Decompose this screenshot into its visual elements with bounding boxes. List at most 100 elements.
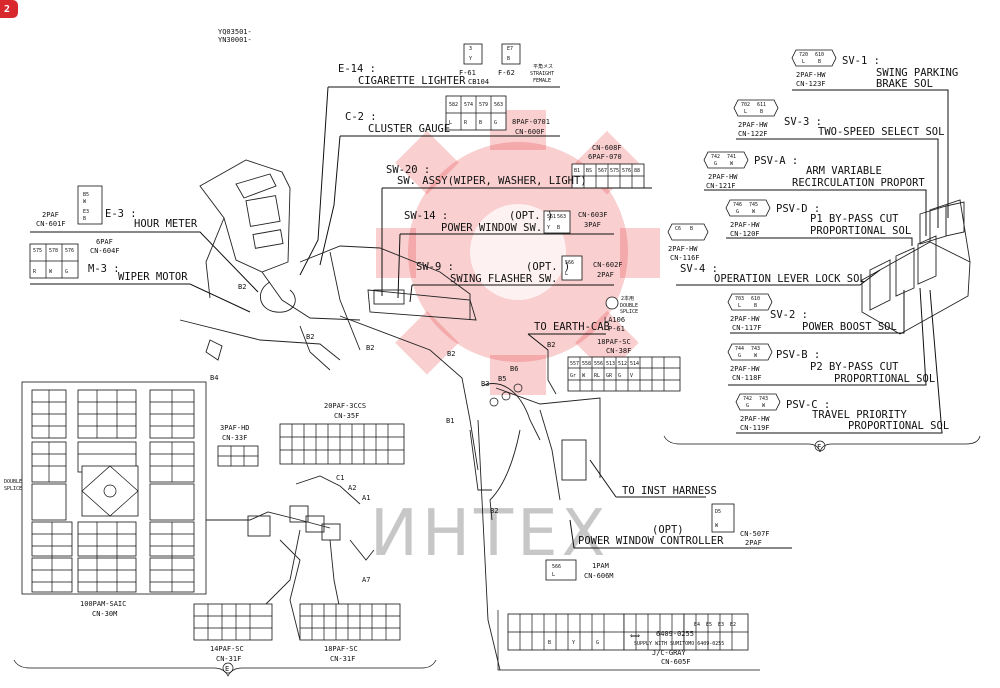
svg-text:B: B — [507, 56, 510, 62]
svg-text:742: 742 — [743, 396, 752, 402]
svg-text:3: 3 — [469, 46, 472, 52]
svg-text:W: W — [730, 161, 734, 167]
callout-m3-code: M-3 : — [88, 263, 120, 275]
svg-text:513: 513 — [606, 361, 615, 367]
fusebox-cn30m — [21, 381, 207, 595]
solenoid-block — [861, 199, 971, 335]
section-mark-f: F — [817, 443, 821, 451]
svg-text:R: R — [33, 269, 37, 275]
callout-psvc-n1: TRAVEL PRIORITY — [812, 409, 908, 421]
svg-text:E3: E3 — [718, 622, 724, 628]
marker-b2-5: B2 — [547, 341, 555, 349]
callout-sw14-name: POWER WINDOW SW. — [441, 222, 542, 234]
cn119f-type: 2PAF-HW — [740, 415, 770, 423]
cn605f-l1: 6409-0255 — [656, 630, 694, 638]
svg-text:Y: Y — [572, 640, 575, 646]
svg-text:Y: Y — [547, 225, 550, 231]
callout-psvd-code: PSV-D : — [776, 203, 820, 215]
svg-text:G: G — [494, 120, 497, 126]
connector-cn602f: 566 L — [561, 255, 583, 281]
callout-psva-n1: ARM VARIABLE — [806, 165, 882, 177]
cn31f-a-type: 14PAF-SC — [210, 645, 244, 653]
callout-sw20-name: SW. ASSY(WIPER, WASHER, LIGHT) — [397, 175, 587, 187]
svg-text:W: W — [83, 199, 87, 205]
svg-text:SPLICE: SPLICE — [620, 309, 638, 315]
cn35f-id: CN-35F — [334, 412, 359, 420]
cn601f-id: CN-601F — [36, 220, 66, 228]
callout-sv2-name: POWER BOOST SOL — [802, 321, 897, 333]
svg-text:G: G — [714, 161, 717, 167]
svg-text:G: G — [738, 353, 741, 359]
svg-text:558: 558 — [582, 361, 591, 367]
cn507f-id: CN-507F — [740, 530, 770, 538]
svg-text:B: B — [818, 59, 821, 65]
cn605f-l3: J/C-GRAY — [652, 649, 687, 657]
svg-text:574: 574 — [464, 102, 473, 108]
svg-text:566: 566 — [565, 260, 574, 266]
callout-sv1-n2: BRAKE SOL — [876, 78, 933, 90]
svg-text:2本用: 2本用 — [621, 295, 634, 302]
svg-text:G: G — [618, 373, 621, 379]
svg-text:582: 582 — [449, 102, 458, 108]
callout-sv3-name: TWO-SPEED SELECT SOL — [818, 126, 944, 138]
svg-text:563: 563 — [557, 214, 566, 220]
cab-console-drawing — [179, 159, 601, 671]
svg-text:G: G — [65, 269, 68, 275]
svg-text:E2: E2 — [730, 622, 736, 628]
cn35f-type: 20PAF-3CCS — [324, 402, 366, 410]
cn120f-type: 2PAF-HW — [730, 221, 760, 229]
cn33f-type: 3PAF-HD — [220, 424, 250, 432]
cn117f-id: CN-117F — [732, 324, 762, 332]
svg-text:B: B — [557, 225, 560, 231]
cn123f-id: CN-123F — [796, 80, 826, 88]
connector-cn33f — [217, 445, 259, 467]
callout-sv4-name: OPERATION LEVER LOCK SOL — [714, 273, 866, 285]
cn608f-id: CN-608F — [592, 144, 622, 152]
cn116f-id: CN-116F — [670, 254, 700, 262]
cn603f-id: CN-603F — [578, 211, 608, 219]
svg-text:743: 743 — [751, 346, 760, 352]
svg-text:566: 566 — [552, 564, 561, 570]
cb104-label: CB104 — [468, 78, 489, 86]
svg-text:579: 579 — [479, 102, 488, 108]
svg-text:E4: E4 — [694, 622, 700, 628]
callout-sv1-code: SV-1 : — [842, 55, 880, 67]
marker-b2-4: B2 — [447, 350, 455, 358]
callout-psva-code: PSV-A : — [754, 155, 798, 167]
callout-sv4-code: SV-4 : — [680, 263, 718, 275]
callout-c2-name: CLUSTER GAUGE — [368, 123, 450, 135]
callout-psvb-n2: PROPORTIONAL SOL — [834, 373, 935, 385]
svg-text:746: 746 — [733, 202, 742, 208]
callout-m3-name: WIPER MOTOR — [118, 271, 188, 283]
connector-cn507f: D5W — [711, 503, 735, 533]
cn120f-id: CN-120F — [730, 230, 760, 238]
connector-f62: E7 B F-62 — [498, 43, 521, 77]
svg-text:L: L — [449, 120, 452, 126]
marker-c1: C1 — [336, 474, 344, 482]
harness-drawing — [206, 475, 375, 641]
cn122f-id: CN-122F — [738, 130, 768, 138]
svg-text:B: B — [754, 303, 757, 309]
marker-a1: A1 — [362, 494, 370, 502]
svg-text:B1: B1 — [574, 168, 580, 174]
marker-a2: A2 — [348, 484, 356, 492]
svg-text:V: V — [630, 373, 633, 379]
svg-text:575: 575 — [33, 248, 42, 254]
cn118f-type: 2PAF-HW — [730, 365, 760, 373]
callout-inst: TO INST HARNESS — [622, 485, 717, 497]
cn33f-id: CN-33F — [222, 434, 247, 442]
bracket-e — [13, 659, 437, 677]
marker-b2-1: B2 — [238, 283, 246, 291]
svg-text:W: W — [762, 403, 766, 409]
svg-text:E5: E5 — [706, 622, 712, 628]
svg-text:E7: E7 — [507, 46, 513, 52]
cn116f-type: 2PAF-HW — [668, 245, 698, 253]
cn118f-id: CN-118F — [732, 374, 762, 382]
callout-e14-name: CIGARETTE LIGHTER — [358, 75, 466, 87]
svg-text:575: 575 — [610, 168, 619, 174]
